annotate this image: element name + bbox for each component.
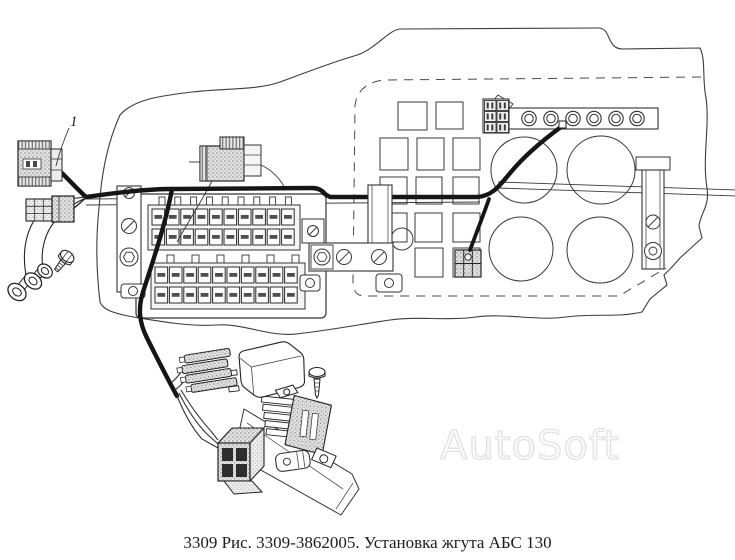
bolt xyxy=(53,249,75,273)
harness-branch-to-panel-connector xyxy=(468,197,491,252)
cluster-connector xyxy=(482,98,510,134)
mounting-ears-right xyxy=(299,218,325,292)
mounting-bracket-left xyxy=(116,185,146,299)
small-connector xyxy=(25,195,87,223)
fuse-cells xyxy=(151,208,298,304)
figure-caption: 3309 Рис. 3309-3862005. Установка жгута … xyxy=(183,533,552,552)
indicator-lamps xyxy=(521,110,645,127)
cable-clamp xyxy=(274,449,311,472)
callout-1-label: 1 xyxy=(70,114,78,130)
harness-main-run xyxy=(83,124,564,200)
heatsink-module xyxy=(260,394,337,469)
central-connector xyxy=(176,136,287,243)
gauge-openings xyxy=(488,135,636,284)
panel-face-dashed-outline xyxy=(352,76,702,297)
instrument-cluster xyxy=(454,94,735,284)
abs-connector-item1 xyxy=(17,140,63,187)
watermark: AutoSoft xyxy=(440,423,620,469)
ring-terminal xyxy=(7,277,31,302)
relay xyxy=(225,341,306,399)
callout-1-leader xyxy=(55,127,70,167)
panel-connector xyxy=(454,249,482,278)
screw xyxy=(308,366,326,400)
cube-connector xyxy=(216,426,266,495)
wiring-harness-diagram: 1 xyxy=(7,27,735,516)
harness-drop-to-floor xyxy=(137,186,180,399)
abs-harness xyxy=(49,120,567,399)
center-bracket xyxy=(308,184,403,293)
panel-rail-right xyxy=(497,181,735,197)
panel-outline xyxy=(96,27,709,335)
finned-connector xyxy=(176,347,238,393)
fuse-bus-clips xyxy=(158,196,300,265)
floor-assembly xyxy=(171,341,360,516)
mounting-bracket-right xyxy=(635,156,671,270)
washer xyxy=(37,263,53,279)
harness-terminal-tip xyxy=(558,120,567,129)
fuse-block xyxy=(116,185,327,319)
